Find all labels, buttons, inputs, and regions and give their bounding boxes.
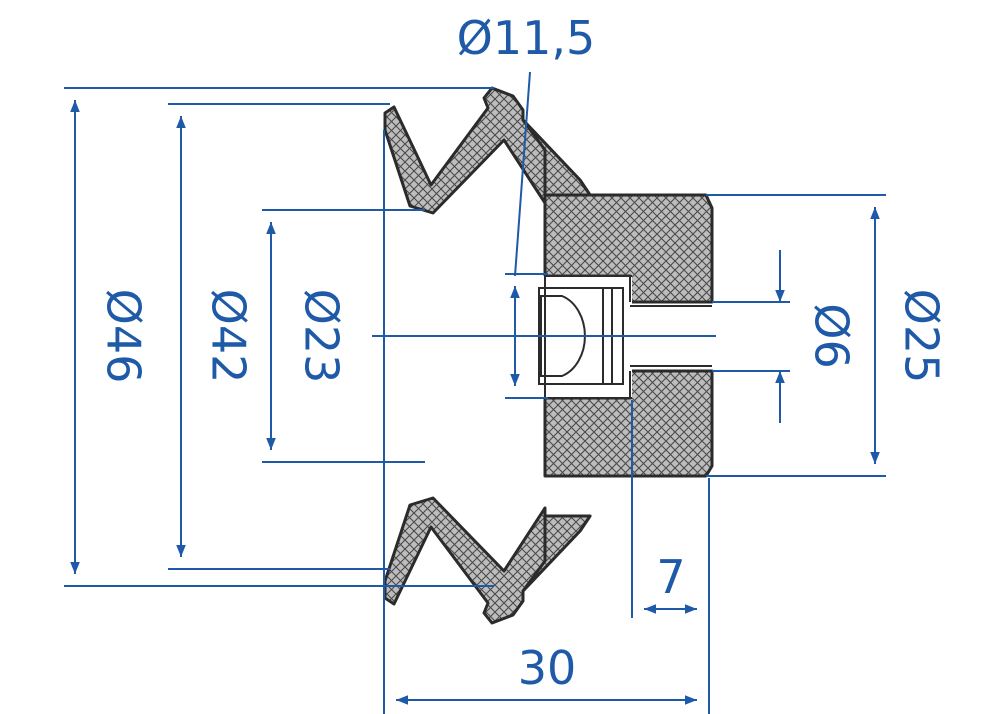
label-total-length: 30 — [518, 641, 577, 695]
label-shank-diameter: Ø25 — [895, 289, 949, 384]
label-inner-diameter: Ø23 — [295, 289, 349, 384]
label-outer-diameter: Ø46 — [97, 289, 151, 384]
label-insert-length: 7 — [656, 550, 685, 604]
dimension-labels: Ø46 Ø42 Ø23 Ø11,5 Ø6 Ø25 7 30 — [97, 11, 949, 695]
dimension-lines — [64, 71, 886, 714]
label-bore-diameter: Ø6 — [805, 303, 859, 368]
label-lip-diameter: Ø42 — [202, 289, 256, 384]
suction-cup-section — [383, 86, 714, 625]
label-insert-diameter: Ø11,5 — [457, 11, 596, 65]
